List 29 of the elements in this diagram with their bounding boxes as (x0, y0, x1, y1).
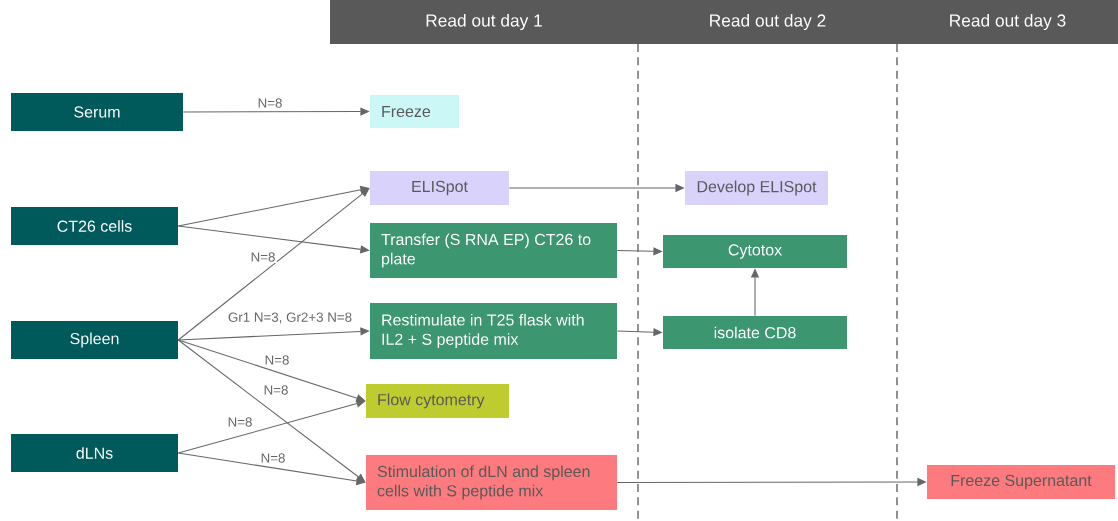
process-box: Develop ELISpot (685, 171, 828, 205)
sample-box: Serum (11, 93, 183, 131)
edge-label: N=8 (259, 451, 287, 465)
header-cell: Read out day 3 (897, 0, 1118, 44)
edge-label: N=8 (249, 250, 277, 264)
process-box: Stimulation of dLN and spleen cells with S peptide mix (366, 455, 617, 510)
header-cell: Read out day 1 (330, 0, 638, 44)
node-label: Read out day 1 (426, 13, 542, 31)
arrow (177, 339, 366, 483)
process-box: ELISpot (370, 171, 509, 205)
process-box: isolate CD8 (663, 316, 847, 349)
process-box: Flow cytometry (366, 384, 509, 418)
header-cell: Read out day 2 (638, 0, 897, 44)
edge-label: N=8 (263, 353, 291, 367)
process-box: Transfer (S RNA EP) CT26 to plate (370, 223, 617, 278)
edge-label: N=8 (226, 415, 254, 429)
arrow (177, 188, 370, 341)
sample-box: dLNs (11, 434, 178, 472)
edge-label: N=8 (256, 96, 284, 110)
sample-box: CT26 cells (11, 207, 178, 245)
sample-box: Spleen (11, 321, 178, 359)
edge-label: N=8 (262, 383, 290, 397)
process-box: Restimulate in T25 flask with IL2 + S peptide mix (370, 303, 617, 359)
node-label: Read out day 3 (950, 13, 1066, 31)
process-box: Freeze Supernatant (927, 465, 1115, 499)
edge-label: Gr1 N=3, Gr2+3 N=8 (226, 311, 354, 325)
node-label: Read out day 2 (710, 13, 826, 31)
process-box: Freeze (370, 95, 459, 128)
process-box: Cytotox (663, 235, 847, 268)
